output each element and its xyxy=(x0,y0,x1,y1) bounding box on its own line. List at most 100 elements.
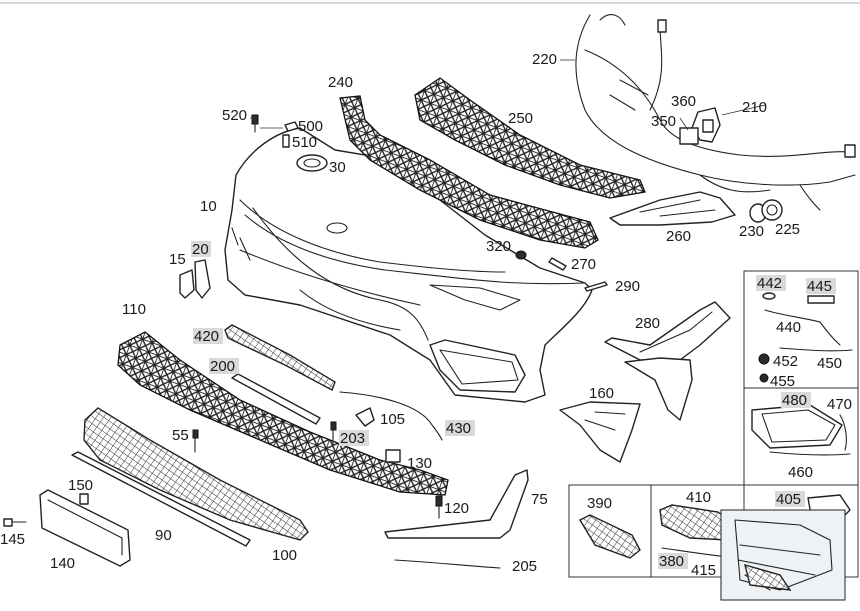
label-260: 260 xyxy=(666,228,691,245)
label-120: 120 xyxy=(444,500,469,517)
label-390: 390 xyxy=(587,495,612,512)
label-280: 280 xyxy=(635,315,660,332)
label-450: 450 xyxy=(817,355,842,372)
bolt-120-part xyxy=(435,495,443,519)
label-10: 10 xyxy=(200,198,217,215)
bracket-280-part xyxy=(604,301,731,361)
bracket-20-part xyxy=(194,259,211,299)
side-bracket-260-part xyxy=(609,191,736,226)
clip-500-part xyxy=(284,121,299,132)
label-230: 230 xyxy=(739,223,764,240)
sensor-350-part xyxy=(679,127,699,145)
trim-strip-200-part xyxy=(231,373,321,425)
trim-strip-290-part xyxy=(584,281,608,292)
bolt-55-part xyxy=(192,429,199,453)
label-470: 470 xyxy=(827,396,852,413)
trim-460-part xyxy=(769,451,851,456)
nut-320-part xyxy=(515,250,527,260)
plate-bracket-140-part xyxy=(39,489,131,567)
lower-grille-100-part xyxy=(83,407,309,541)
bracket-right-part xyxy=(624,357,693,421)
lower-carrier-110-part xyxy=(117,331,449,496)
label-405: 405 xyxy=(776,491,801,508)
clip-270-part xyxy=(548,257,567,271)
label-440: 440 xyxy=(776,319,801,336)
screw-455-part xyxy=(759,373,769,383)
label-405-highlight xyxy=(775,491,805,507)
label-250: 250 xyxy=(508,110,533,127)
label-240: 240 xyxy=(328,74,353,91)
label-75: 75 xyxy=(531,491,548,508)
label-415: 415 xyxy=(691,562,716,579)
label-140: 140 xyxy=(50,555,75,572)
clip-130-part xyxy=(385,449,401,463)
label-270: 270 xyxy=(571,256,596,273)
upper-carrier-250-part xyxy=(414,77,646,199)
label-150: 150 xyxy=(68,477,93,494)
label-380: 380 xyxy=(659,553,684,570)
label-442: 442 xyxy=(757,275,782,292)
label-442-highlight xyxy=(756,275,786,291)
label-220: 220 xyxy=(532,51,557,68)
label-130: 130 xyxy=(407,455,432,472)
label-210: 210 xyxy=(742,99,767,116)
label-320: 320 xyxy=(486,238,511,255)
label-55: 55 xyxy=(172,427,189,444)
label-420: 420 xyxy=(194,328,219,345)
emblem-30-part xyxy=(296,154,328,172)
trim-470-part xyxy=(839,414,847,451)
label-200-highlight xyxy=(209,358,239,374)
label-100: 100 xyxy=(272,547,297,564)
trim-430-part xyxy=(339,391,443,441)
label-20: 20 xyxy=(192,241,209,258)
label-145: 145 xyxy=(0,531,25,548)
label-510: 510 xyxy=(292,134,317,151)
cover-15-part xyxy=(179,269,195,299)
label-420-highlight xyxy=(193,328,223,344)
label-350: 350 xyxy=(651,113,676,130)
grille-strip-420-part xyxy=(224,324,336,391)
label-110: 110 xyxy=(122,301,146,318)
label-225: 225 xyxy=(775,221,800,238)
trim-75-part xyxy=(384,469,529,539)
label-410: 410 xyxy=(686,489,711,506)
overview-thumbnail xyxy=(720,509,846,601)
label-455: 455 xyxy=(770,373,795,390)
bracket-160-part xyxy=(559,401,641,463)
label-105: 105 xyxy=(380,411,405,428)
label-360: 360 xyxy=(671,93,696,110)
clip-150-part xyxy=(79,493,89,505)
upper-support-240-part xyxy=(339,95,599,249)
label-460: 460 xyxy=(788,464,813,481)
trim-440-part xyxy=(764,309,841,346)
label-203-highlight xyxy=(339,430,369,446)
spoiler-strip-90-part xyxy=(71,451,251,547)
label-90: 90 xyxy=(155,527,172,544)
clip-510-part xyxy=(282,134,290,148)
strip-205-part xyxy=(394,559,501,569)
label-30: 30 xyxy=(329,159,346,176)
badge-445-part xyxy=(807,295,835,304)
label-380-highlight xyxy=(658,553,688,569)
label-445-highlight xyxy=(806,278,836,294)
label-480: 480 xyxy=(782,392,807,409)
label-430: 430 xyxy=(446,420,471,437)
callout-labels: 10 15 20 30 55 75 90 100 105 110 120 130… xyxy=(0,51,852,579)
label-20-highlight xyxy=(191,241,211,257)
screw-520-part xyxy=(251,114,259,133)
trim-450-part xyxy=(779,347,853,352)
clip-105-part xyxy=(355,407,375,427)
label-200: 200 xyxy=(210,358,235,375)
leader-lines xyxy=(250,59,766,131)
label-160: 160 xyxy=(589,385,614,402)
label-480-highlight xyxy=(781,392,811,408)
bumper-cover-part xyxy=(224,127,593,403)
label-205: 205 xyxy=(512,558,537,575)
label-500: 500 xyxy=(298,118,323,135)
label-520: 520 xyxy=(222,107,247,124)
label-203: 203 xyxy=(340,430,365,447)
parking-sensor-225-part xyxy=(761,199,783,221)
label-290: 290 xyxy=(615,278,640,295)
sensor-bracket-360-part xyxy=(691,107,721,143)
